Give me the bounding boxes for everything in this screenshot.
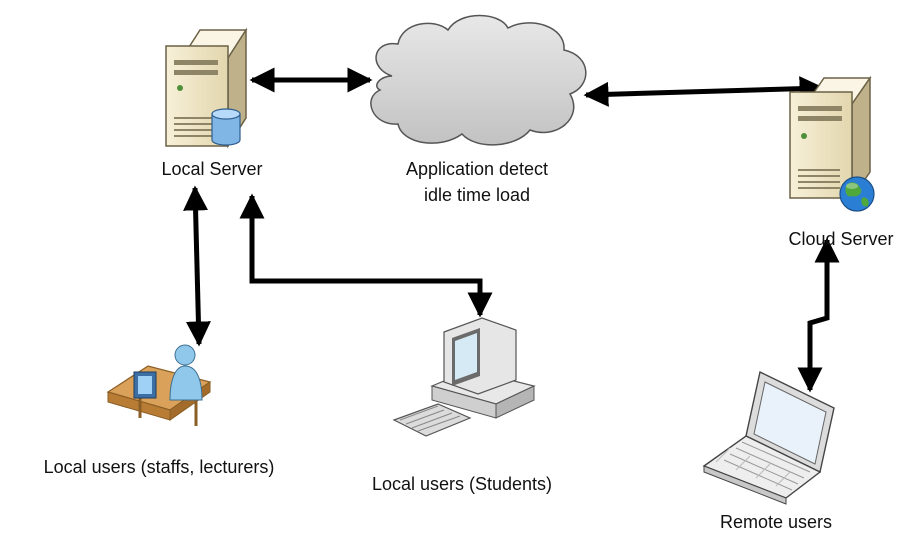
cloud-server-node: Cloud Server — [788, 75, 894, 249]
cloud-icon — [370, 14, 587, 146]
local-server-node: Local Server — [161, 27, 263, 179]
database-icon — [211, 108, 241, 146]
arrow-local-server-staff — [183, 185, 211, 347]
cloud-label-line1: Application detect — [406, 159, 548, 179]
globe-icon — [839, 176, 875, 212]
cloud-label-line2: idle time load — [424, 185, 530, 205]
arrow-cloud-server-remote — [797, 237, 840, 393]
students-label: Local users (Students) — [372, 474, 552, 494]
arrow-cloud-cloud-server — [583, 76, 825, 107]
laptop-icon — [702, 370, 835, 505]
cloud-node: Application detect idle time load — [370, 14, 587, 205]
desktop-computer-icon — [392, 317, 536, 437]
remote-label: Remote users — [720, 512, 832, 532]
local-server-label: Local Server — [161, 159, 262, 179]
person-at-desk-icon — [106, 344, 212, 426]
students-node: Local users (Students) — [372, 317, 552, 494]
cloud-server-label: Cloud Server — [788, 229, 893, 249]
staff-node: Local users (staffs, lecturers) — [44, 344, 275, 477]
server-icon — [789, 75, 872, 201]
arrow-local-server-students — [239, 193, 493, 318]
staff-label: Local users (staffs, lecturers) — [44, 457, 275, 477]
connectors — [183, 67, 840, 393]
remote-node: Remote users — [702, 370, 835, 532]
